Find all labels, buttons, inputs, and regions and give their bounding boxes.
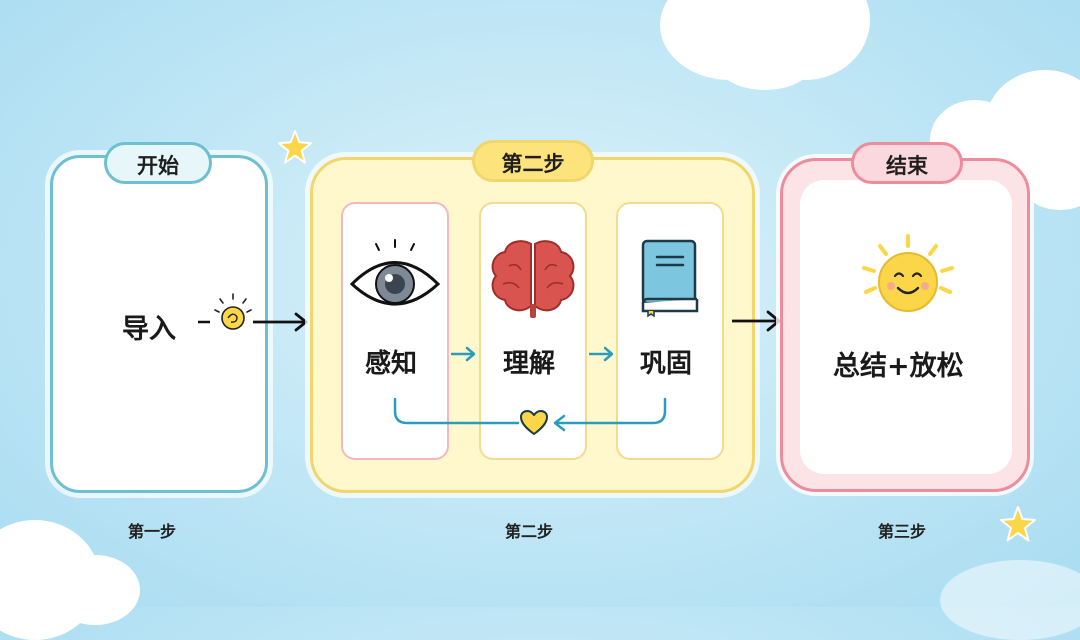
perceive-label: 感知	[365, 349, 418, 379]
loop-back-arrow	[393, 397, 667, 432]
eye-icon	[349, 239, 441, 306]
smiling-sun-icon	[862, 234, 954, 312]
consolidate-label: 巩固	[640, 349, 693, 379]
intro-label: 导入	[122, 314, 176, 345]
start-tag: 开始	[104, 142, 212, 184]
star-icon	[277, 129, 313, 164]
step-caption-1: 第一步	[128, 522, 177, 541]
understand-to-consolidate-arrow	[589, 346, 614, 362]
perceive-to-understand-arrow	[451, 346, 476, 362]
book-icon	[641, 239, 699, 318]
summary-relax-label: 总结+放松	[833, 351, 964, 382]
end-tag: 结束	[851, 142, 963, 184]
star-icon	[1000, 506, 1036, 542]
brain-icon	[491, 240, 575, 318]
understand-label: 理解	[503, 349, 556, 379]
intro-arrow	[198, 312, 308, 332]
small-sun-icon	[214, 293, 252, 330]
step2-tag: 第二步	[472, 140, 594, 182]
step-caption-3: 第三步	[878, 522, 927, 541]
heart-icon	[520, 410, 548, 435]
end-panel-inner	[800, 180, 1012, 474]
step2-to-end-arrow	[732, 310, 781, 332]
step-caption-2: 第二步	[505, 522, 554, 541]
